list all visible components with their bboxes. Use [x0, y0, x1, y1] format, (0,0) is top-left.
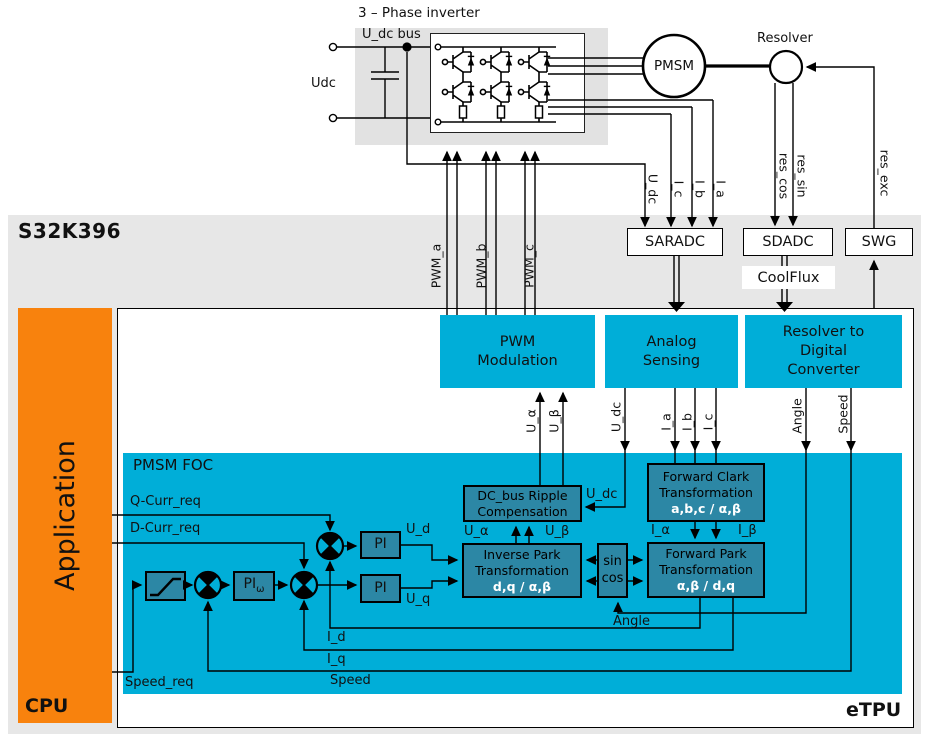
dcbus-ripple-label: DC_bus Ripple Compensation — [477, 487, 568, 519]
swg-block: SWG — [845, 228, 913, 256]
bridge-terminal-top — [434, 43, 442, 51]
i-d-label: I_d — [327, 630, 346, 645]
res-exc-label: res_exc — [877, 149, 893, 197]
i-alpha-label: I_α — [651, 523, 670, 538]
pwm-a-label: PWM_a — [428, 243, 444, 289]
forward-park-sub: α,β / d,q — [676, 578, 736, 593]
sdadc-bus-arrowhead — [776, 302, 793, 312]
sdadc-block: SDADC — [743, 228, 833, 256]
resolver-wires — [770, 62, 879, 308]
udc-label: Udc — [311, 76, 336, 91]
etpu-signal-wires — [203, 388, 856, 672]
foc-title: PMSM FOC — [133, 456, 214, 474]
speed-req-label: Speed_req — [125, 675, 194, 690]
ic-feed-label: I_c — [671, 180, 687, 198]
forward-clark-sub: a,b,c / α,β — [671, 500, 741, 516]
sdadc-label: SDADC — [762, 234, 814, 250]
forward-clark-block: Forward Clark Transformation a,b,c / α,β — [647, 463, 765, 522]
i-c-signal-label: I_c — [700, 413, 716, 431]
etpu-label: eTPU — [846, 699, 902, 721]
sum-junction-d — [315, 531, 345, 561]
inverter-title: 3 – Phase inverter — [358, 5, 480, 21]
pi-d-label: PI — [374, 536, 387, 553]
udc-terminal-bottom — [328, 113, 338, 123]
pi-q-label: PI — [374, 579, 387, 596]
forward-park-block: Forward Park Transformation α,β / d,q — [647, 542, 765, 598]
q-curr-req-label: Q-Curr_req — [130, 494, 201, 509]
inverse-park-sub: d,q / α,β — [492, 578, 552, 594]
d-curr-req-label: D-Curr_req — [130, 521, 201, 536]
bridge-terminal-bottom — [434, 118, 442, 126]
swg-label: SWG — [861, 234, 897, 250]
igbt-bridge — [441, 46, 552, 123]
sum-junction-q — [289, 570, 319, 600]
udc-bus-node — [402, 42, 412, 52]
dc-bus-wires — [336, 46, 556, 123]
speed-signal-label: Speed — [835, 394, 851, 434]
udc-bus-label: U_dc bus — [362, 27, 421, 42]
speed-feedback-label: Speed — [330, 673, 371, 688]
sum-junctions — [193, 531, 345, 600]
coolflux-label: CoolFlux — [757, 269, 820, 286]
i-a-signal-label: I_a — [658, 413, 674, 431]
u-q-label: U_q — [406, 592, 431, 607]
u-alpha-inner-label: U_α — [464, 524, 489, 539]
phase-wires — [406, 52, 718, 228]
ib-feed-label: I_b — [692, 180, 708, 198]
dcbus-ripple-block: DC_bus Ripple Compensation — [463, 485, 582, 522]
angle-inner-label: Angle — [613, 614, 650, 629]
sincos-block: sin cos — [597, 543, 628, 598]
pwm-c-label: PWM_c — [521, 244, 537, 288]
saradc-bus-arrowhead — [668, 302, 685, 312]
coolflux-block: CoolFlux — [742, 266, 835, 289]
ramp-icon — [150, 577, 181, 597]
pwm-b-label: PWM_b — [473, 243, 489, 289]
adc-bus-arrows — [673, 256, 788, 302]
angle-signal-label: Angle — [789, 398, 805, 434]
pi-speed-block: PIω — [233, 571, 275, 601]
pwm-modulation-block: PWM Modulation — [440, 315, 595, 388]
pwm-modulation-label: PWM Modulation — [477, 333, 558, 369]
res-cos-label: res_cos — [776, 152, 792, 200]
foc-loop-wires — [112, 514, 734, 673]
udc-feed-label: U_dc — [645, 173, 661, 205]
saradc-label: SARADC — [644, 234, 706, 250]
i-q-label: I_q — [327, 652, 346, 667]
analog-sensing-block: Analog Sensing — [605, 315, 738, 388]
pi-d-block: PI — [360, 531, 401, 559]
pmsm-label: PMSM — [653, 58, 695, 74]
inverter-bridge-box — [430, 33, 585, 133]
u-beta-inner-label: U_β — [545, 524, 570, 539]
chip-name: S32K396 — [18, 219, 121, 243]
inverse-park-label: Inverse Park Transformation — [475, 546, 569, 578]
u-dc-signal-label: U_dc — [608, 401, 624, 433]
res-sin-label: res_sin — [794, 154, 810, 198]
resolver-to-digital-label: Resolver to Digital Converter — [782, 324, 865, 378]
resolver-to-digital-block: Resolver to Digital Converter — [745, 315, 902, 388]
pi-speed-sub: ω — [256, 583, 265, 595]
pi-q-block: PI — [360, 574, 401, 603]
pwm-gate-wires — [442, 150, 540, 315]
sincos-label: sin cos — [601, 553, 624, 586]
application-block: Application — [18, 308, 112, 723]
analog-sensing-label: Analog Sensing — [642, 333, 701, 369]
saradc-block: SARADC — [627, 228, 723, 256]
u-dc-inner-label: U_dc — [586, 487, 618, 502]
u-alpha-signal-label: U_α — [523, 409, 539, 433]
i-beta-label: I_β — [738, 523, 757, 538]
udc-terminal-top — [328, 42, 338, 52]
forward-clark-label: Forward Clark Transformation — [659, 468, 753, 500]
resolver-label: Resolver — [757, 31, 813, 46]
cpu-label: CPU — [25, 695, 69, 717]
u-d-label: U_d — [406, 522, 431, 537]
u-beta-signal-label: U_β — [546, 409, 562, 433]
sum-junction-speed — [193, 570, 223, 600]
ia-feed-label: I_a — [713, 180, 729, 198]
inverse-park-block: Inverse Park Transformation d,q / α,β — [462, 543, 582, 598]
pi-speed-label: PI — [243, 575, 257, 592]
resolver-sensor — [768, 49, 804, 85]
i-b-signal-label: I_b — [679, 413, 695, 431]
forward-park-label: Forward Park Transformation — [659, 546, 753, 577]
